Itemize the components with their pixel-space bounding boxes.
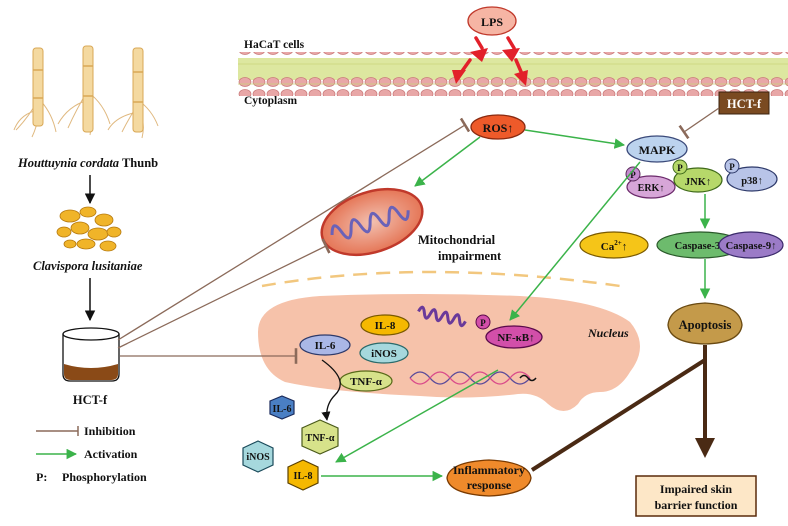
plant-illustration (13, 45, 159, 139)
ros-oval (470, 114, 526, 140)
inflammatory-label-line2: response (467, 478, 512, 492)
caspase9-label: Caspase-9↑ (726, 241, 777, 252)
il8-oval-label: IL-8 (375, 320, 396, 332)
il6-oval-label: IL-6 (315, 340, 336, 352)
inhibit-hctf-ros (117, 117, 471, 341)
tnf-hexagon (301, 419, 339, 455)
nfkb-label: NF-κB↑ (497, 332, 534, 344)
p38-oval (726, 166, 778, 192)
legend-activation-label: Activation (84, 447, 138, 461)
inhibit-hctf-mapk (678, 107, 720, 140)
p38-phospho-label: P (729, 162, 735, 172)
tnf-hex-label: TNF-α (306, 433, 335, 444)
caspase9-oval (718, 231, 784, 259)
mito-label-line1: Mitochondrial (418, 233, 496, 247)
jnk-label: JNK↑ (685, 177, 711, 188)
barrier-box (635, 475, 757, 517)
legend-p-key: P: (36, 470, 47, 484)
il6-oval (299, 334, 351, 356)
nfkb-phospho-badge (475, 314, 491, 330)
inos-oval (359, 342, 409, 364)
jnk-oval (673, 167, 723, 193)
activate-nfkb-cytokines (335, 369, 499, 463)
yeast-cells-illustration (56, 206, 122, 252)
nfkb-phospho-label: P (480, 318, 486, 328)
legend-p-value: Phosphorylation (62, 470, 147, 484)
activate-ros-mapk (524, 129, 626, 149)
activate-ros-mito (414, 136, 481, 187)
hctf-box-label: HCT-f (727, 97, 762, 111)
ca-oval (579, 231, 649, 259)
lps-oval (467, 6, 517, 36)
erk-phospho-badge (625, 166, 641, 182)
hctf-beaker-icon (62, 327, 120, 382)
yeast-label: Clavispora lusitaniae (33, 259, 143, 273)
inos-oval-label: iNOS (371, 348, 397, 360)
impairment-arrows (530, 345, 715, 472)
tnf-oval-label: TNF-α (350, 376, 383, 388)
arrow-il6-secretion (321, 359, 341, 421)
cytoplasm-label: Cytoplasm (244, 95, 297, 107)
legend-inhibition-label: Inhibition (84, 424, 136, 438)
il6-hex-label: IL-6 (273, 404, 292, 415)
p38-phospho-badge (724, 158, 740, 174)
erk-label: ERK↑ (638, 183, 665, 194)
inflammatory-response-shape (446, 459, 532, 497)
mapk-label: MAPK (639, 143, 676, 157)
small-squiggle (519, 374, 537, 382)
erk-oval (626, 175, 676, 199)
nuclear-envelope (261, 270, 621, 288)
erk-phospho-label: P (630, 170, 636, 180)
apoptosis-label: Apoptosis (679, 318, 732, 332)
activation-arrows (321, 129, 641, 482)
arrow-inflammatory-barrier (530, 358, 707, 472)
inos-hexagon (242, 440, 274, 473)
jnk-phospho-label: P (677, 163, 683, 173)
dna-helix (409, 371, 531, 385)
hctf-left-label: HCT-f (73, 393, 108, 407)
hacat-label: HaCaT cells (244, 39, 305, 51)
p38-label: p38↑ (741, 176, 763, 187)
ca-label: Ca2+↑ (601, 239, 627, 253)
il6-hexagon (269, 395, 295, 420)
mitochondrion-icon (320, 188, 424, 256)
nucleus-label: Nucleus (587, 326, 629, 340)
lps-entry-arrows (452, 36, 528, 86)
ros-label: ROS↑ (483, 121, 514, 135)
lps-label: LPS (481, 15, 503, 29)
jnk-phospho-badge (672, 159, 688, 175)
mrna-coil (417, 305, 467, 328)
hctf-box (718, 91, 770, 115)
il8-hex-label: IL-8 (294, 471, 313, 482)
barrier-label-line1: Impaired skin (660, 482, 732, 496)
apoptosis-shape (667, 302, 743, 345)
il8-hexagon (287, 459, 319, 491)
barrier-label-line2: barrier function (655, 498, 738, 512)
plant-label: Houttuynia cordata Thunb (17, 156, 158, 170)
inflammatory-label-line1: Inflammatory (453, 463, 525, 477)
mito-label-line2: impairment (438, 249, 502, 263)
legend: Inhibition Activation P: Phosphorylation (36, 424, 147, 484)
inos-hex-label: iNOS (246, 452, 270, 463)
inhibition-arrows (117, 117, 471, 364)
activate-mapk-nfkb (509, 161, 641, 321)
il8-oval (360, 314, 410, 336)
nfkb-oval (485, 325, 543, 349)
mapk-oval (626, 135, 688, 163)
inhibit-hctf-mito (117, 238, 331, 349)
caspase3-label: Caspase-3↑ (675, 241, 726, 252)
